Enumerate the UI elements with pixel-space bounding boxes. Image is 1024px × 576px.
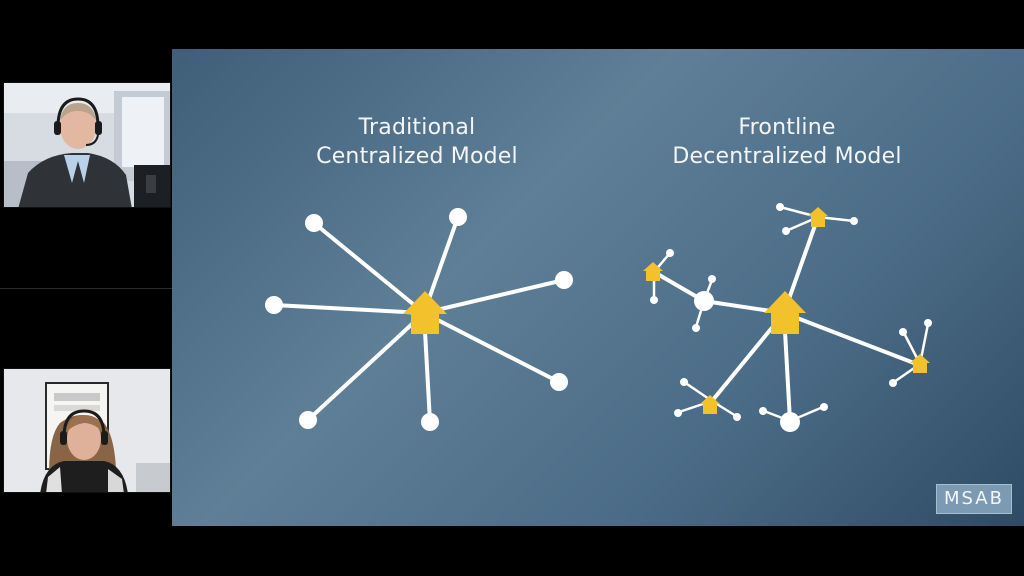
circle-node-icon: [449, 208, 467, 226]
house-icon: [808, 207, 828, 227]
circle-node-icon: [780, 412, 800, 432]
circle-node-icon: [550, 373, 568, 391]
circle-node-icon: [674, 409, 682, 417]
circle-node-icon: [924, 319, 932, 327]
participant-video-1[interactable]: [3, 82, 171, 208]
house-icon: [764, 291, 806, 334]
circle-node-icon: [305, 214, 323, 232]
circle-node-icon: [820, 403, 828, 411]
participant-2-image: [4, 369, 170, 492]
circle-node-icon: [694, 291, 714, 311]
house-icon: [700, 395, 720, 414]
circle-node-icon: [733, 413, 741, 421]
centralized-nodes: [265, 208, 573, 431]
circle-node-icon: [680, 378, 688, 386]
left-model-title: Traditional Centralized Model: [242, 113, 592, 171]
circle-node-icon: [759, 407, 767, 415]
circle-node-icon: [776, 203, 784, 211]
left-title-line-1: Traditional: [358, 115, 476, 140]
participant-panel: [0, 0, 172, 576]
circle-node-icon: [421, 413, 439, 431]
circle-node-icon: [782, 227, 790, 235]
circle-node-icon: [299, 411, 317, 429]
circle-node-icon: [692, 324, 700, 332]
right-title-line-2: Decentralized Model: [672, 144, 902, 169]
house-icon: [643, 262, 663, 281]
house-icon: [403, 291, 447, 334]
decentralized-network: [643, 203, 932, 432]
network-diagram: [265, 203, 932, 432]
circle-node-icon: [850, 217, 858, 225]
participant-1-image: [4, 83, 170, 207]
circle-node-icon: [889, 379, 897, 387]
house-icon: [910, 354, 930, 373]
participant-divider: [0, 288, 172, 289]
left-title-line-2: Centralized Model: [316, 144, 518, 169]
msab-logo: MSAB: [936, 484, 1012, 514]
circle-node-icon: [650, 296, 658, 304]
circle-node-icon: [666, 249, 674, 257]
circle-node-icon: [555, 271, 573, 289]
centralized-network: [265, 208, 573, 431]
right-model-title: Frontline Decentralized Model: [612, 113, 962, 171]
shared-slide: Traditional Centralized Model Frontline …: [172, 49, 1024, 526]
participant-video-2[interactable]: [3, 368, 171, 493]
circle-node-icon: [265, 296, 283, 314]
decentralized-nodes: [650, 203, 932, 432]
right-title-line-1: Frontline: [738, 115, 836, 140]
circle-node-icon: [899, 328, 907, 336]
decentralized-hubs: [643, 207, 930, 414]
circle-node-icon: [708, 275, 716, 283]
